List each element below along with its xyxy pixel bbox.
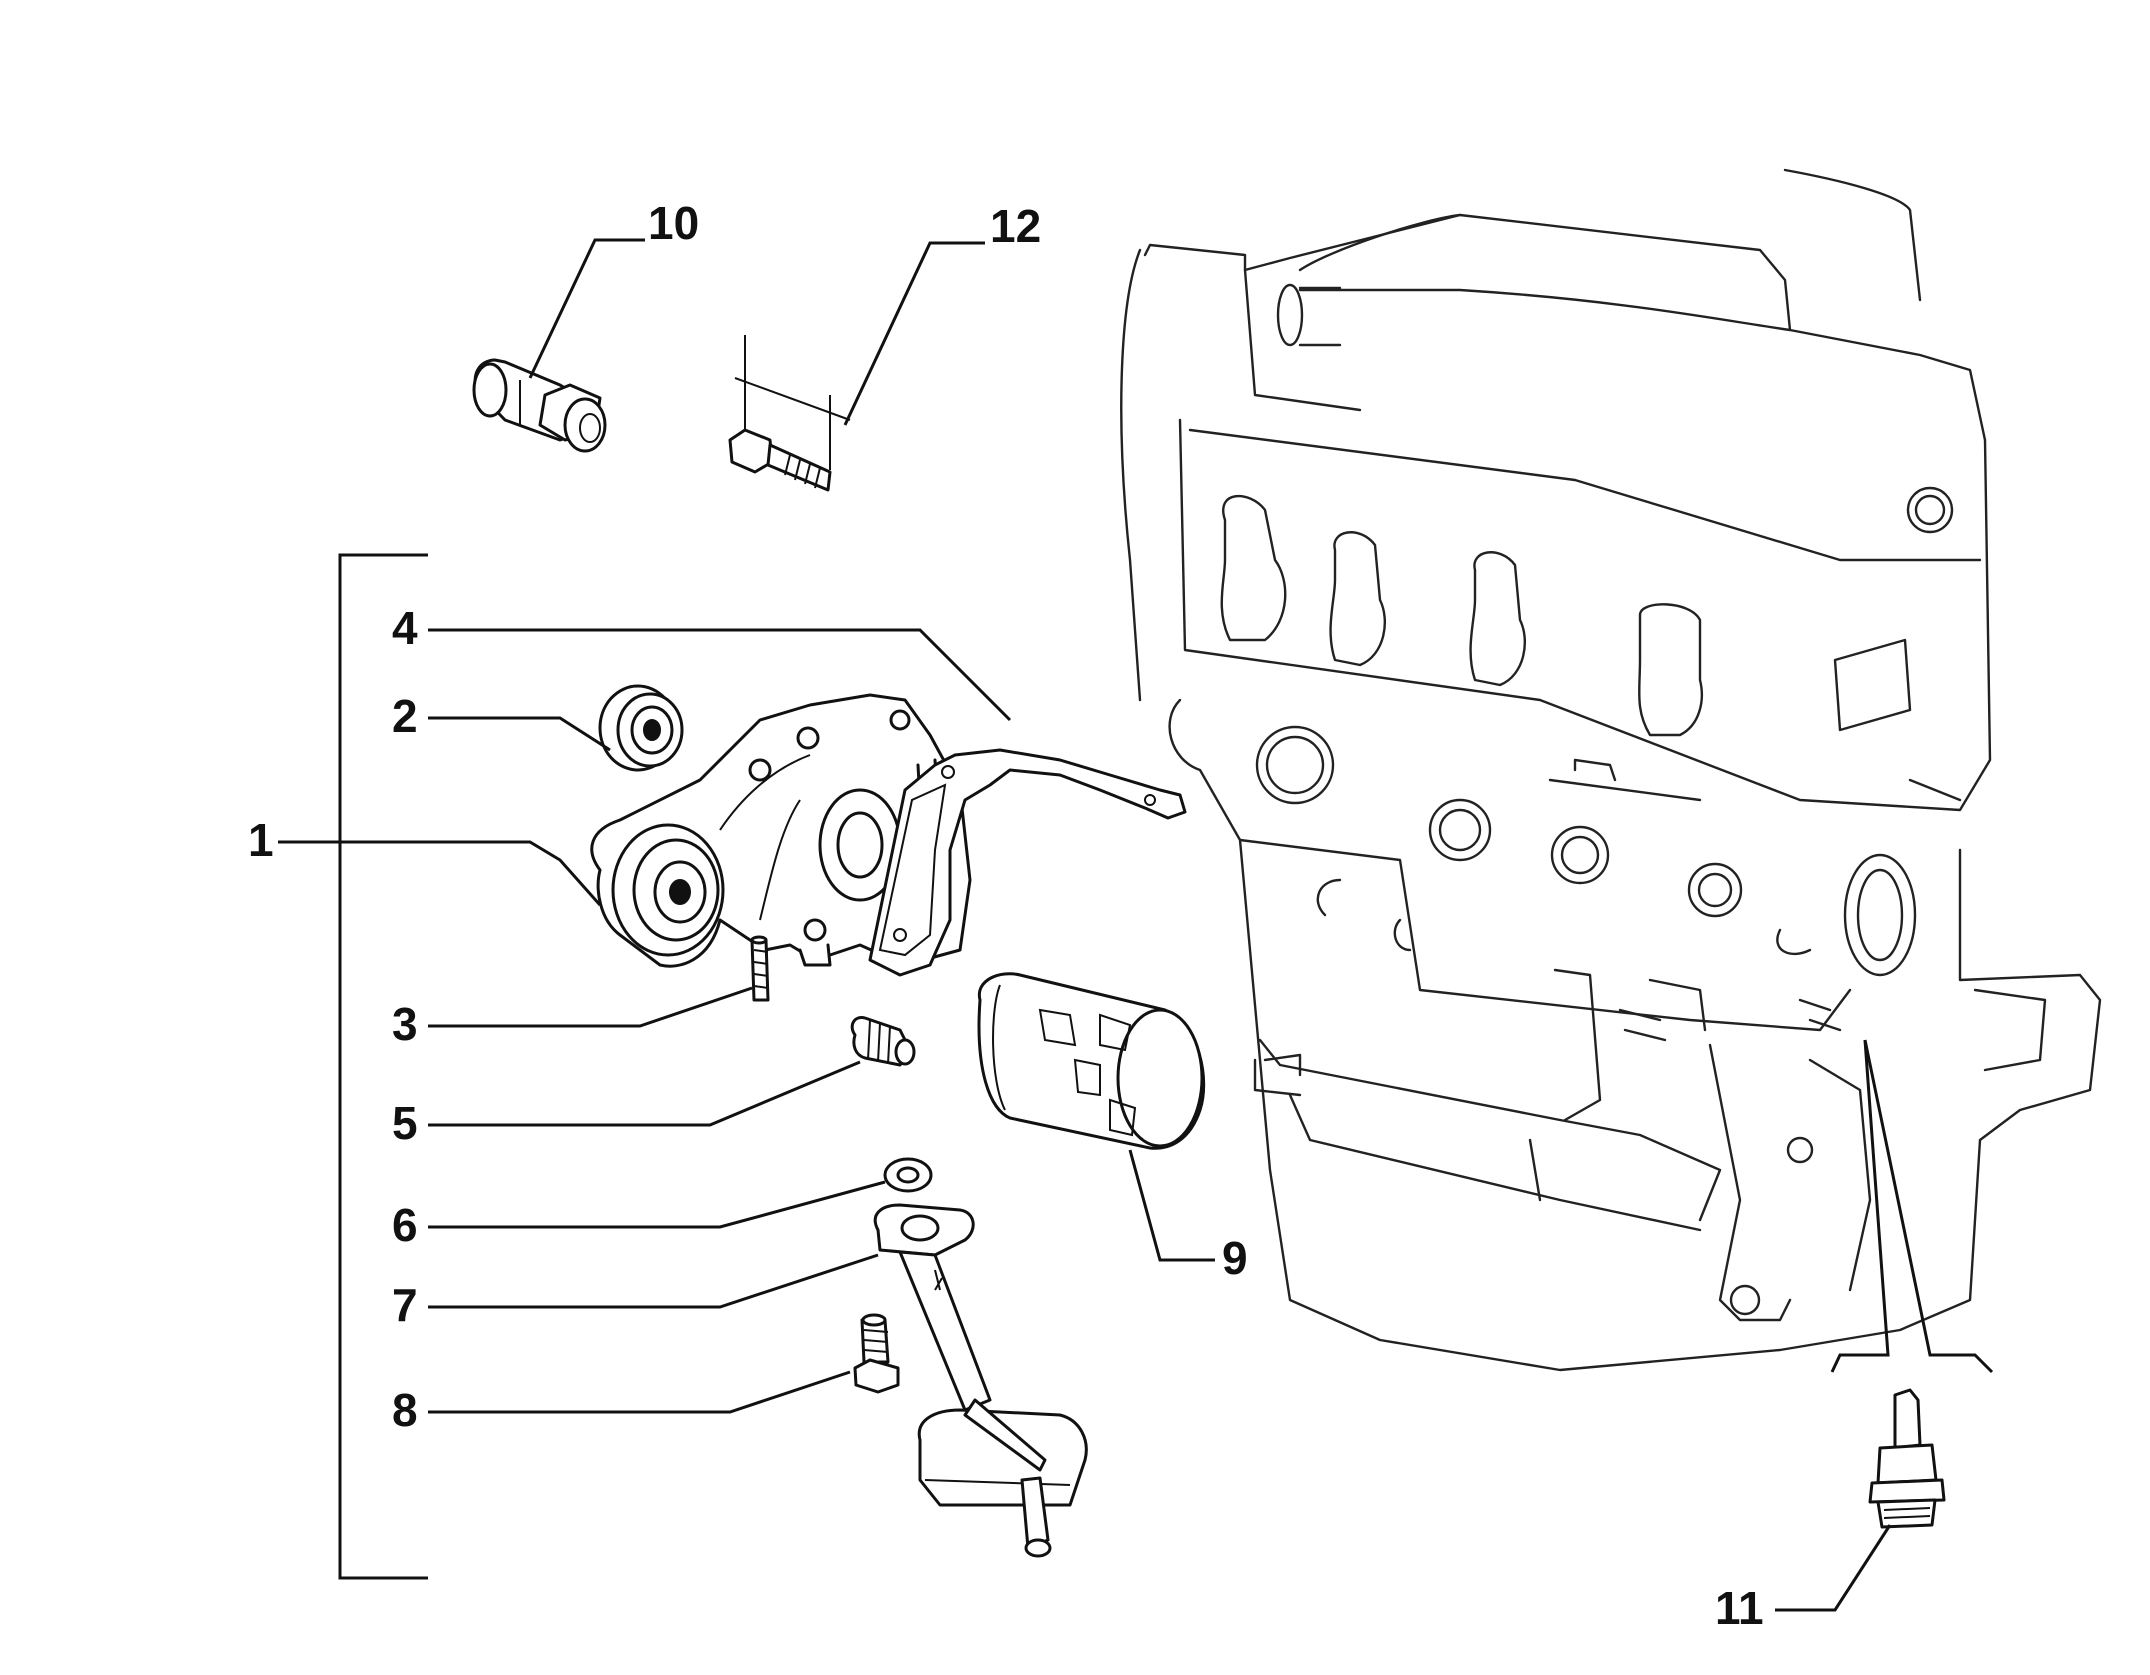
threaded-plug-icon — [850, 1015, 916, 1067]
leader-line — [428, 1060, 861, 1127]
leader-line — [428, 628, 1012, 722]
callout-6: 6 — [392, 1199, 418, 1251]
leader-line — [1863, 1039, 1994, 1374]
oil-strainer-pickup-icon — [873, 1203, 1088, 1558]
leader-line — [843, 241, 985, 426]
callout-8: 8 — [392, 1384, 418, 1436]
leader-line — [528, 238, 645, 379]
callout-1: 1 — [248, 814, 274, 866]
leader-line — [278, 840, 602, 906]
oil-filter-icon — [977, 972, 1206, 1150]
callout-7: 7 — [392, 1279, 418, 1331]
screw-icon — [728, 335, 851, 492]
leader-line — [428, 1180, 886, 1229]
seal-ring-icon — [598, 684, 684, 772]
leader-line — [1775, 1524, 1892, 1612]
leader-line — [428, 1370, 851, 1414]
group-bracket — [338, 553, 428, 1580]
callout-5: 5 — [392, 1097, 418, 1149]
callout-11: 11 — [1715, 1582, 1764, 1634]
leader-line — [1128, 1149, 1215, 1262]
leader-line — [428, 1253, 879, 1309]
leader-line — [428, 986, 753, 1028]
engine-block-icon — [1120, 168, 2102, 1372]
washer-icon — [883, 1157, 933, 1193]
leader-line — [428, 716, 611, 752]
stud-icon — [750, 935, 770, 1002]
callout-4: 4 — [392, 602, 418, 654]
callout-12: 12 — [990, 200, 1041, 252]
callout-2: 2 — [392, 690, 418, 742]
gasket-icon — [868, 748, 1187, 977]
bolt-icon — [853, 1313, 900, 1394]
callout-3: 3 — [392, 998, 418, 1050]
leader-line — [1830, 1039, 1890, 1373]
oil-pressure-sender-icon — [472, 358, 607, 453]
callout-9: 9 — [1222, 1232, 1248, 1284]
callout-10: 10 — [648, 197, 699, 249]
sensor-icon — [1868, 1388, 1946, 1529]
